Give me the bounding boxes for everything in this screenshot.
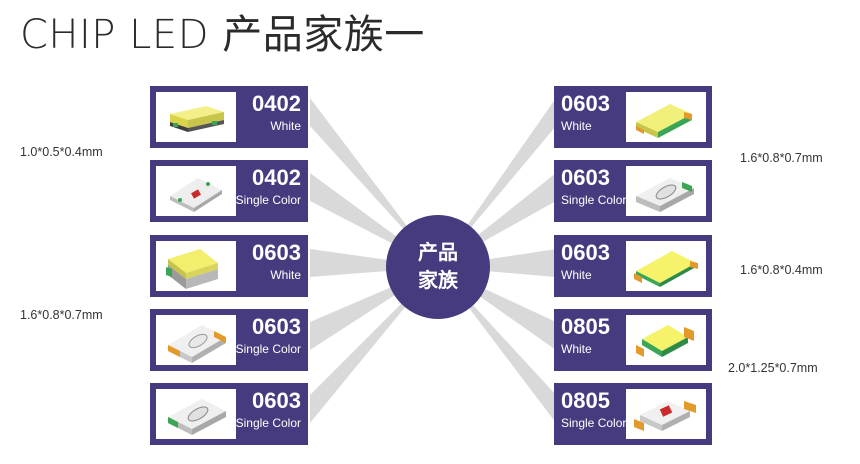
product-card-0603-single-color-b[interactable]: 0603 Single Color (150, 383, 308, 445)
ray-left-3 (310, 249, 438, 277)
product-variant: White (561, 342, 592, 356)
product-code: 0603 (561, 165, 610, 190)
hub-line-1: 产品 (418, 240, 458, 264)
led-0603-single-color-chip-icon (156, 389, 236, 439)
product-code: 0603 (561, 240, 610, 265)
dimension-label-0805: 2.0*1.25*0.7mm (728, 361, 818, 375)
dimension-label-0402: 1.0*0.5*0.4mm (20, 145, 103, 159)
product-variant: White (561, 268, 592, 282)
product-code: 0402 (252, 165, 301, 190)
led-0603-single-color-chip-icon (156, 315, 236, 365)
product-variant: Single Color (235, 342, 301, 356)
page-title: CHIP LED 产品家族一 (20, 12, 425, 58)
product-variant: White (270, 119, 301, 133)
product-code: 0603 (561, 91, 610, 116)
led-0603-white-chip-icon (156, 241, 236, 291)
product-variant: White (561, 119, 592, 133)
product-card-0603-white[interactable]: 0603 White (150, 235, 308, 297)
product-card-0805-single-color[interactable]: 0805 Single Color (554, 383, 712, 445)
led-0402-white-chip-icon (156, 92, 236, 142)
product-card-0603-single-color-a[interactable]: 0603 Single Color (150, 309, 308, 371)
product-variant: Single Color (235, 193, 301, 207)
led-0402-single-color-chip-icon (156, 166, 236, 216)
product-variant: Single Color (235, 416, 301, 430)
product-card-0603-single-color-c[interactable]: 0603 Single Color (554, 160, 712, 222)
product-card-0402-white[interactable]: 0402 White (150, 86, 308, 148)
led-0603-white-chip-icon (626, 92, 706, 142)
product-family-hub: 产品 家族 (386, 215, 490, 319)
product-code: 0805 (561, 388, 610, 413)
led-0805-single-color-chip-icon (626, 389, 706, 439)
product-card-0805-white[interactable]: 0805 White (554, 309, 712, 371)
dimension-label-right-0603-b: 1.6*0.8*0.4mm (740, 263, 823, 277)
dimension-label-left-0603: 1.6*0.8*0.7mm (20, 308, 103, 322)
product-code: 0402 (252, 91, 301, 116)
product-code: 0805 (561, 314, 610, 339)
dimension-label-right-0603-a: 1.6*0.8*0.7mm (740, 151, 823, 165)
product-variant: Single Color (561, 416, 627, 430)
led-0805-white-chip-icon (626, 315, 706, 365)
product-code: 0603 (252, 314, 301, 339)
product-code: 0603 (252, 388, 301, 413)
product-card-0402-single-color[interactable]: 0402 Single Color (150, 160, 308, 222)
product-variant: Single Color (561, 193, 627, 207)
led-0603-white-chip-icon (626, 241, 706, 291)
product-card-0603-white-b[interactable]: 0603 White (554, 235, 712, 297)
product-card-0603-white-a[interactable]: 0603 White (554, 86, 712, 148)
ray-right-3 (438, 249, 556, 277)
product-variant: White (270, 268, 301, 282)
hub-line-2: 家族 (418, 268, 458, 292)
led-0603-single-color-chip-icon (626, 166, 706, 216)
product-code: 0603 (252, 240, 301, 265)
